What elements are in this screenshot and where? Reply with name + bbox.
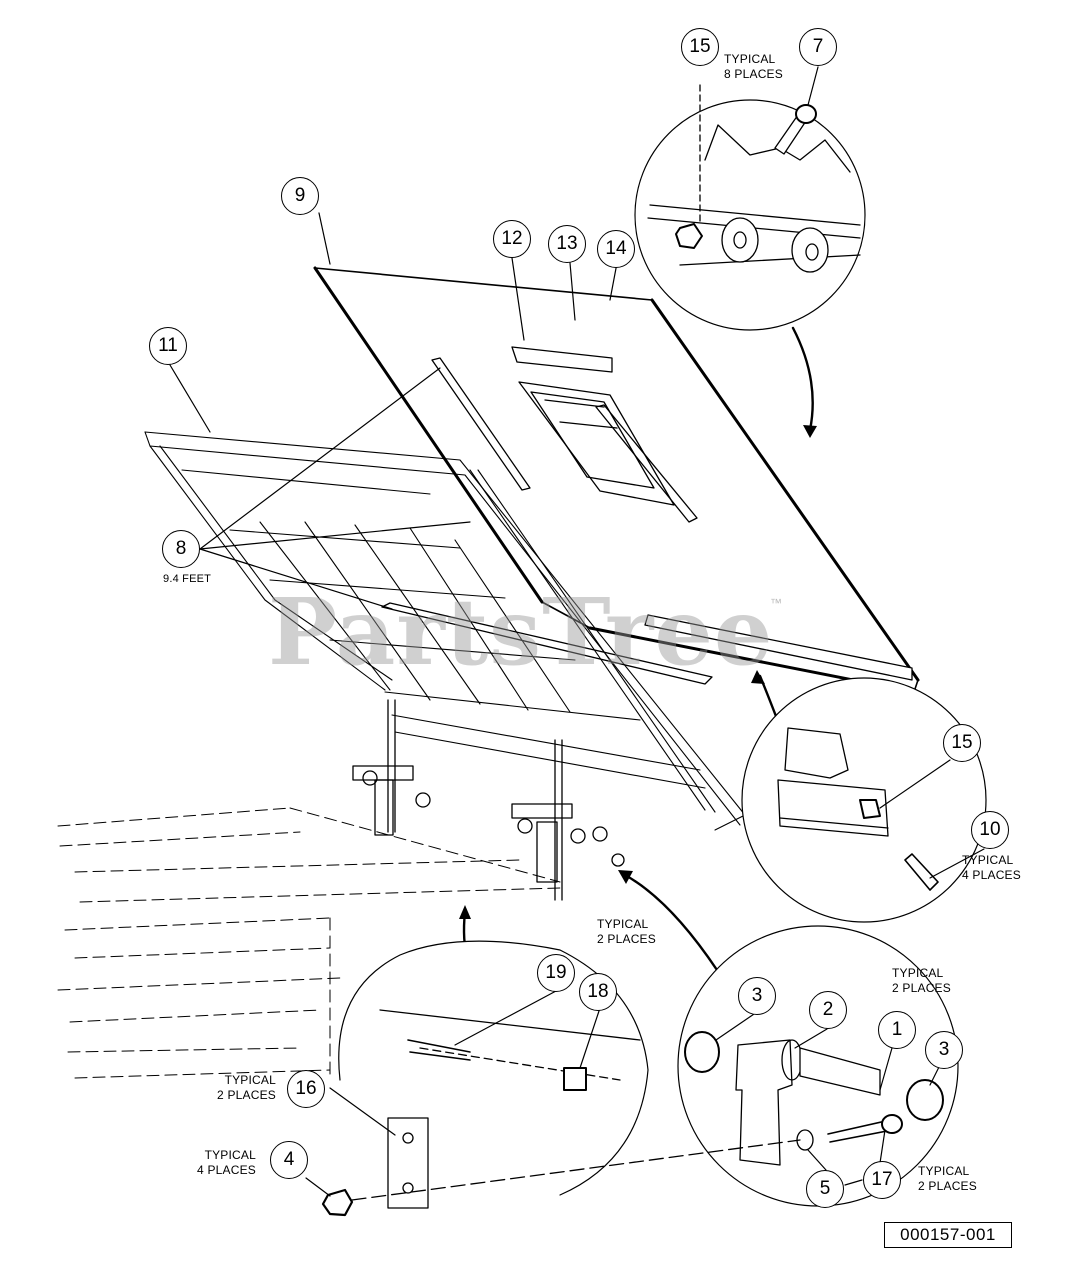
figure-id-box: 000157-001 <box>884 1222 1012 1248</box>
callout-15-top: 15 <box>681 28 719 66</box>
leader-lines <box>169 66 985 1197</box>
callout-18: 18 <box>579 973 617 1011</box>
bed-frame <box>144 431 746 831</box>
callout-9: 9 <box>281 177 319 215</box>
callout-1: 1 <box>878 1011 916 1049</box>
hinge-posts <box>352 699 625 901</box>
callout-11: 11 <box>149 327 187 365</box>
callout-7: 7 <box>799 28 837 66</box>
callout-2: 2 <box>809 991 847 1029</box>
callout-14: 14 <box>597 230 635 268</box>
callout-15-right: 15 <box>943 724 981 762</box>
detail-top <box>634 84 866 331</box>
callout-3-left: 3 <box>738 977 776 1015</box>
callout-8: 8 <box>162 530 200 568</box>
callout-19: 19 <box>537 954 575 992</box>
detail-right <box>741 677 987 923</box>
vehicle-chassis <box>57 807 561 1081</box>
callout-10: 10 <box>971 811 1009 849</box>
callout-16: 16 <box>287 1070 325 1108</box>
arrow-heads <box>459 425 817 919</box>
note-feet: 9.4 FEET <box>163 573 212 585</box>
callout-3-right: 3 <box>925 1031 963 1069</box>
floor-plates <box>511 346 675 506</box>
callout-5: 5 <box>806 1170 844 1208</box>
trademark-symbol: ™ <box>770 596 782 610</box>
runners <box>381 357 713 685</box>
callout-4: 4 <box>270 1141 308 1179</box>
deck-panel <box>313 266 920 694</box>
detail-bottom-middle <box>338 940 649 1209</box>
watermark: PartsTree <box>268 578 774 686</box>
callout-17: 17 <box>863 1161 901 1199</box>
callout-12: 12 <box>493 220 531 258</box>
callout-13: 13 <box>548 225 586 263</box>
